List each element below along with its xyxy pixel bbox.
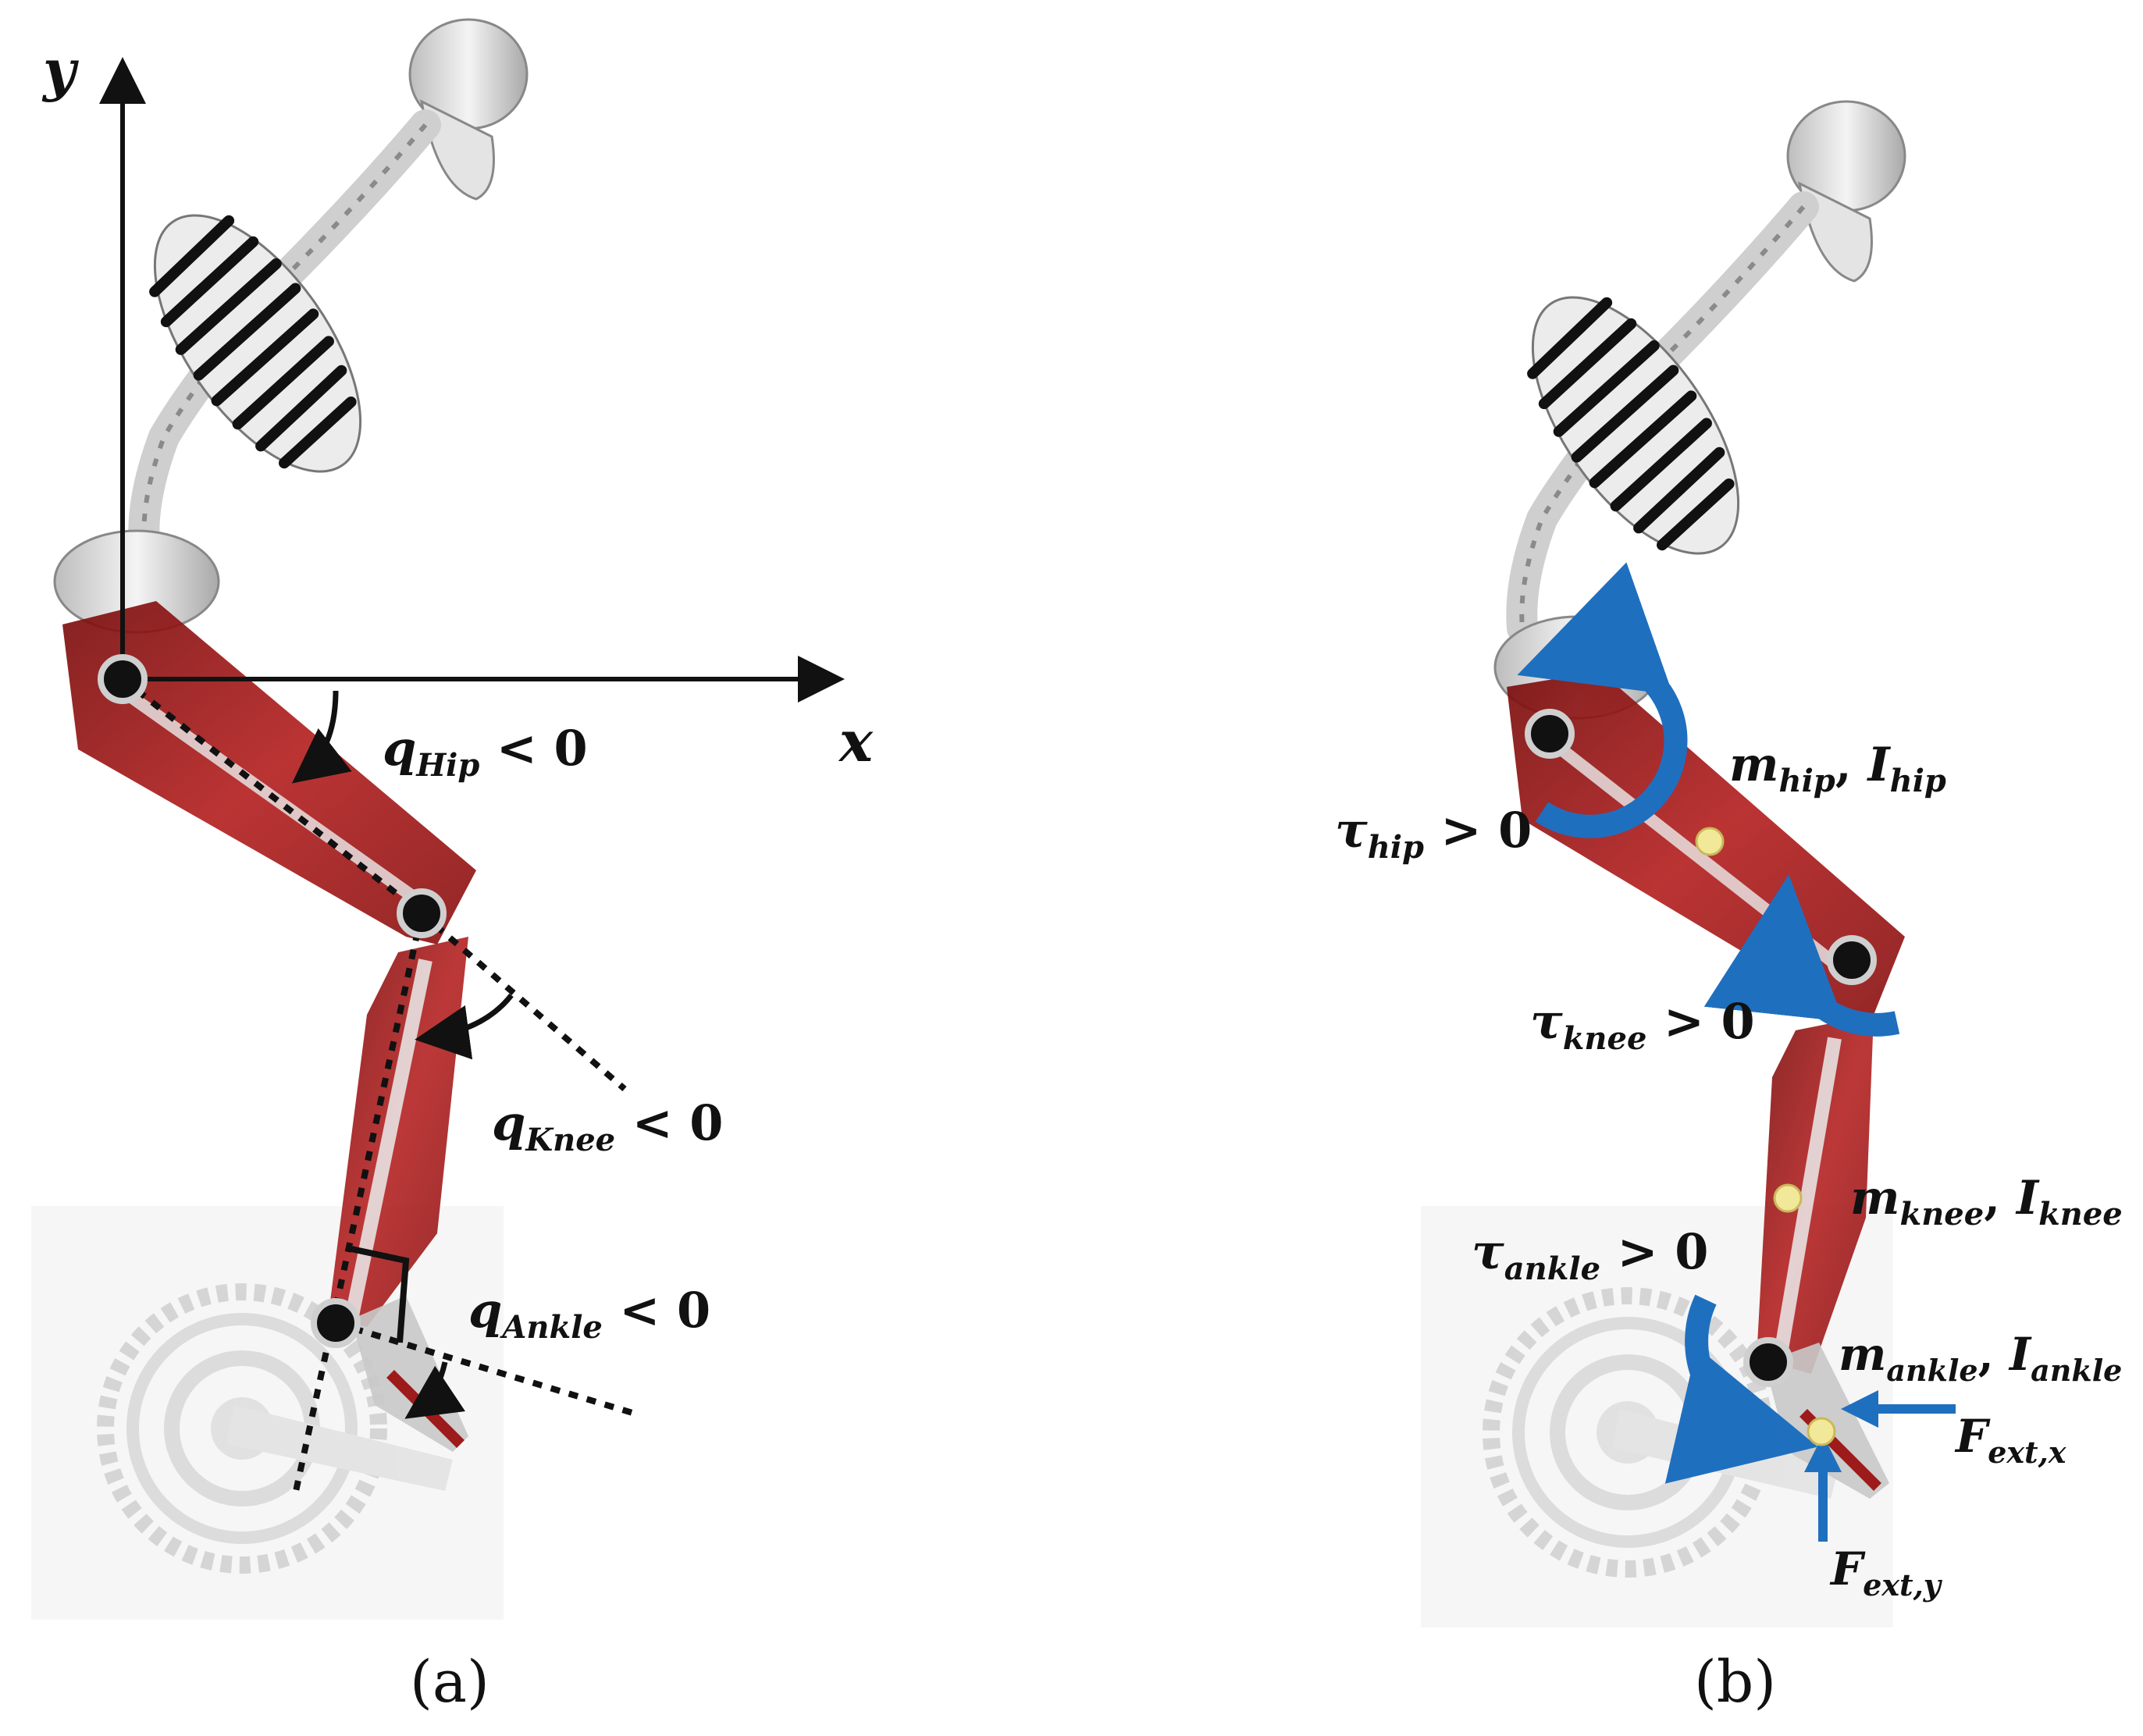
y-axis-label: y [41,37,79,103]
ankle-angle-label: qAnkle < 0 [468,1282,710,1346]
foot-line [334,1320,634,1416]
shank-com-marker [1773,1183,1803,1213]
chainring-a [97,1283,453,1574]
knee-joint-b [1827,935,1877,985]
knee-angle-label: qKnee < 0 [492,1094,723,1158]
ankle-reference-marker [351,1246,410,1343]
shank-muscles-b [1757,1015,1874,1374]
shank-line [292,912,425,1496]
hip-torque-arrow [1517,562,1688,838]
x-axis-label: x [838,708,874,774]
knee-joint-a [397,888,447,938]
thigh-com-marker [1695,827,1725,856]
ankle-joint-b [1743,1337,1793,1387]
skeleton-upper-b [1493,100,1906,720]
ankle-joint-a [311,1298,361,1348]
ankle-angle-arc [404,1361,466,1419]
segment-lines-a [120,676,634,1496]
thigh-extension-line [419,910,627,1092]
hip-angle-arc [291,690,352,784]
caption-a: (a) [410,1649,489,1716]
foot-com-marker [1807,1417,1836,1446]
hip-angle-label: qHip < 0 [383,720,588,784]
knee-torque-arrow [1703,874,1900,1037]
ankle-torque-arrow [1664,1294,1818,1484]
knee-angle-arc [415,993,514,1060]
panel-a: y x qHip < 0 qKnee < 0 qAnkle < 0 (a) [31,18,874,1716]
hip-joint-b [1525,709,1575,759]
external-force-y-label: Fext,y [1829,1542,1943,1603]
external-force-x-label: Fext,x [1954,1410,2067,1470]
thigh-line [120,676,424,916]
hip-mass-inertia-label: mhip, Ihip [1729,738,1946,799]
knee-mass-inertia-label: mknee, Iknee [1850,1171,2123,1233]
knee-torque-label: τknee > 0 [1530,993,1755,1057]
skeleton-upper-a [53,18,529,634]
panel-b: τhip > 0 τknee > 0 τankle > 0 mhip, Ihip… [1335,100,2123,1716]
ankle-mass-inertia-label: mankle, Iankle [1839,1328,2122,1388]
caption-b: (b) [1694,1649,1776,1716]
hip-joint-a [98,654,148,704]
ankle-torque-label: τankle > 0 [1472,1223,1708,1287]
hip-torque-label: τhip > 0 [1335,802,1532,866]
